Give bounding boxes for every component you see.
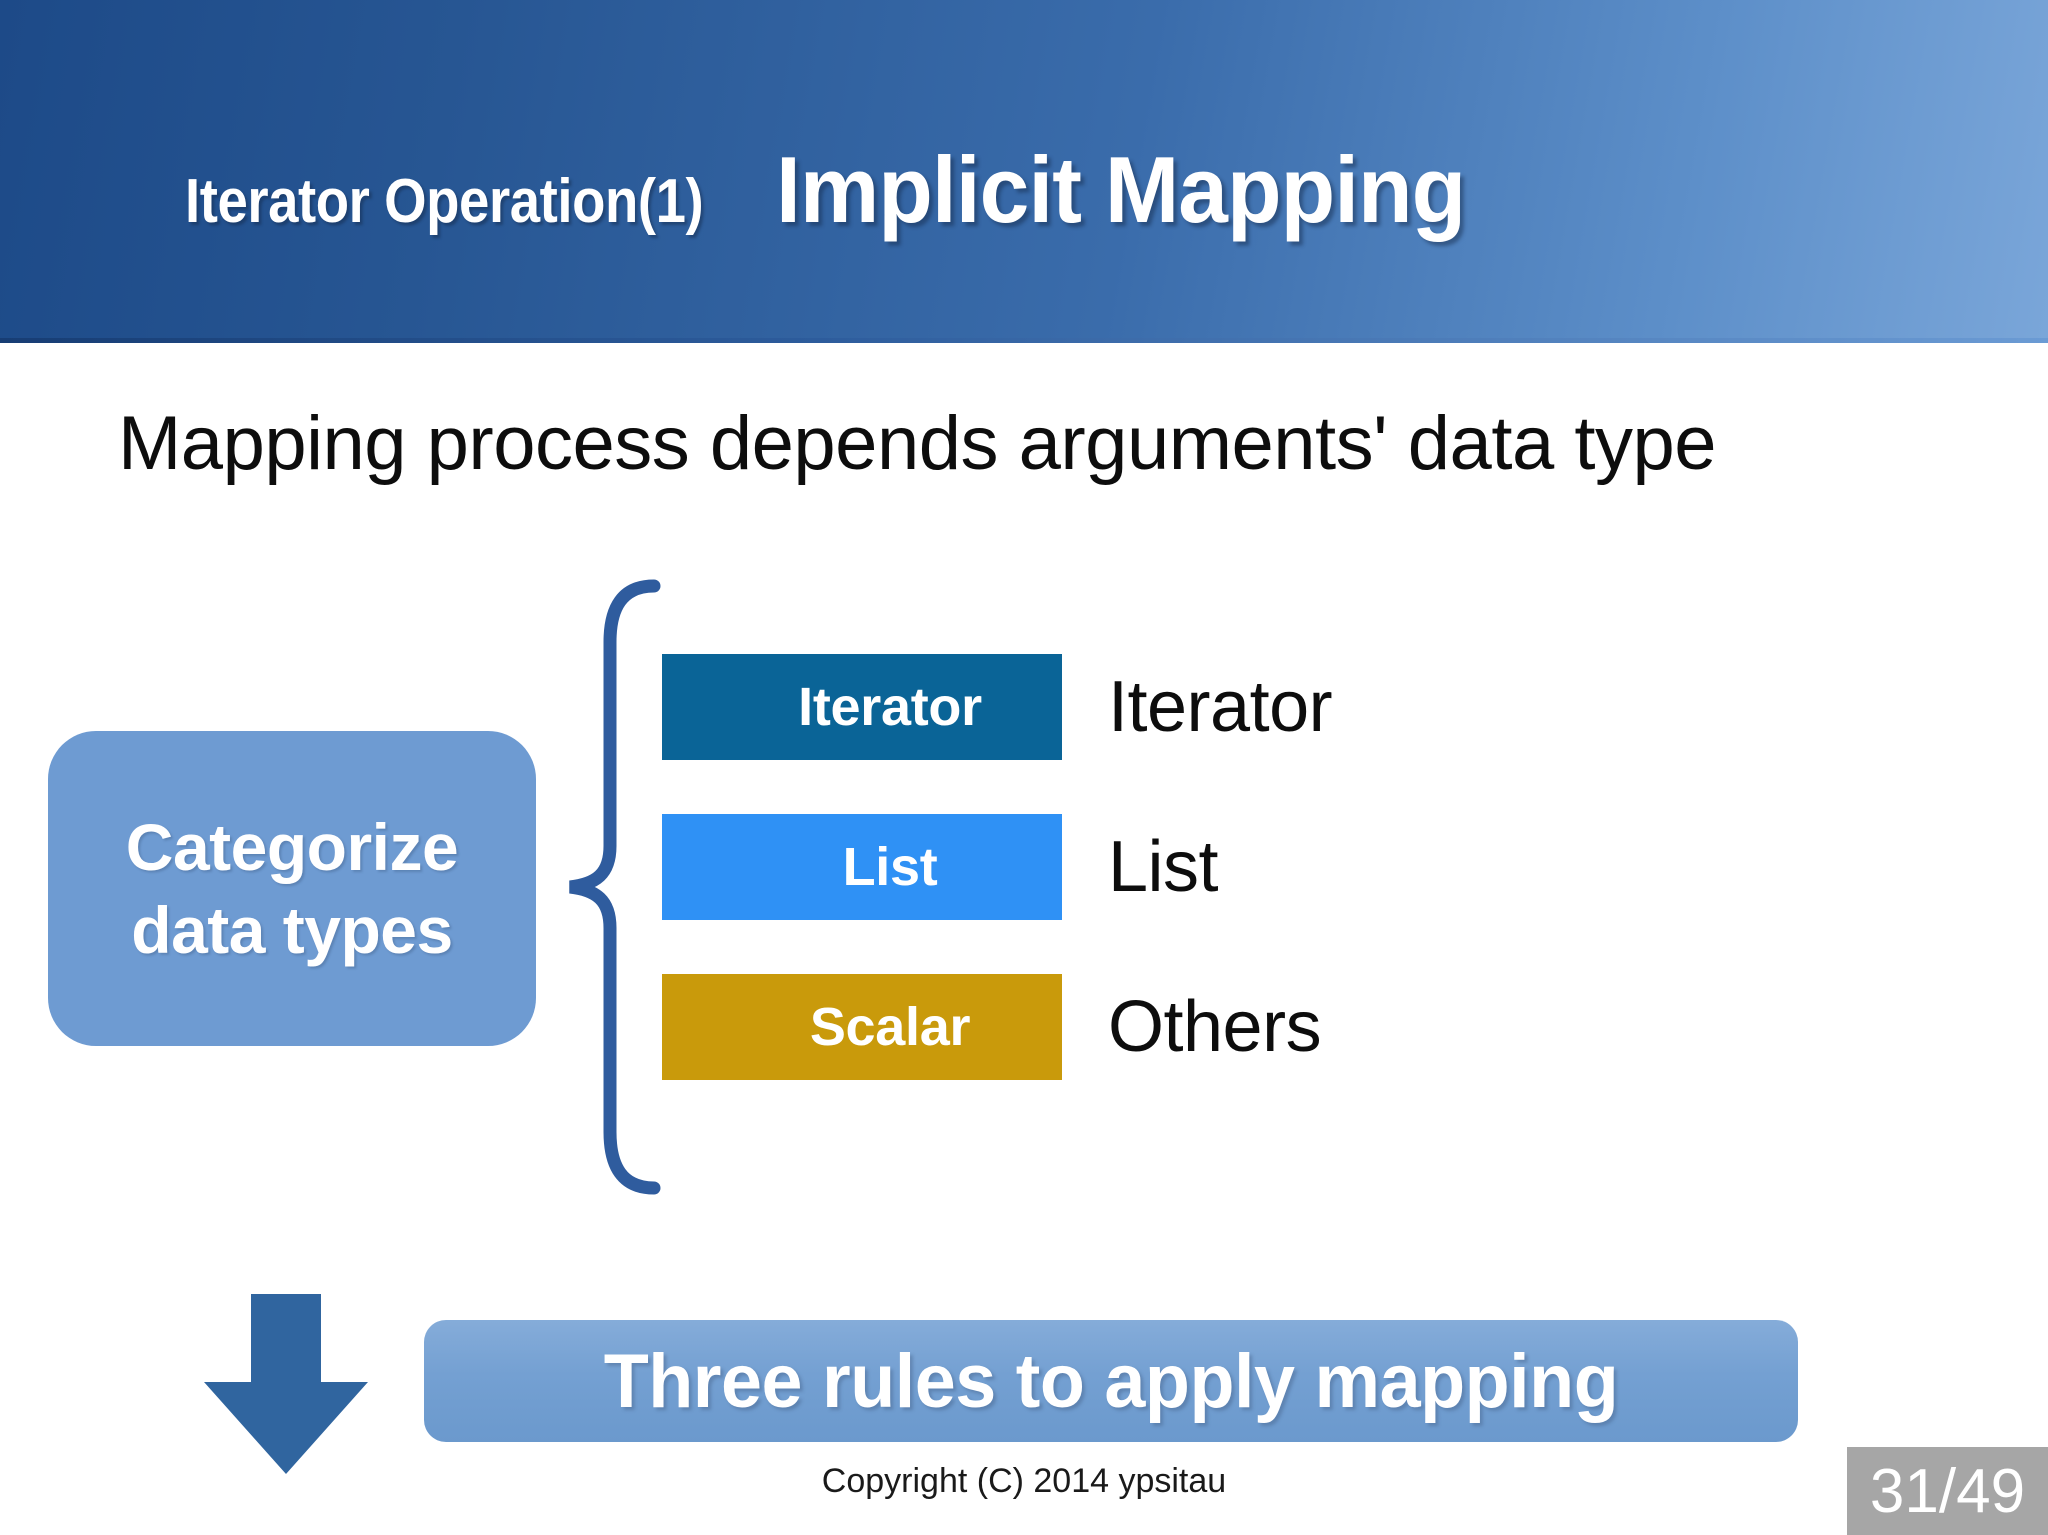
slide-header-underline [0,338,2048,343]
copyright-notice: Copyright (C) 2014 ypsitau [821,1462,1227,1500]
slide-title-prefix: Iterator Operation(1) [185,167,704,236]
page-number-text: 31/49 [1869,1456,2026,1526]
slide-header-band [0,0,2048,338]
categorize-box-line-1: Categorize [125,810,459,884]
conclusion-banner-text: Three rules to apply mapping [603,1338,1619,1424]
page-number-badge: 31/49 [1847,1447,2048,1535]
type-description-others: Others [1108,987,1322,1067]
type-bar-label-iterator: Iterator [798,677,982,737]
type-bar-label-scalar: Scalar [809,997,971,1057]
conclusion-banner: Three rules to apply mapping [424,1320,1798,1442]
left-curly-brace-icon [569,579,661,1195]
slide-title-main: Implicit Mapping [775,137,1466,242]
categorize-box-line-2: data types [131,892,453,967]
down-arrow-icon [204,1294,368,1474]
slide-title: Iterator Operation(1) Implicit Mapping [185,136,1975,266]
type-description-iterator: Iterator [1108,667,1333,747]
slide-subtitle: Mapping process depends arguments' data … [118,401,1716,486]
type-bar-list: List [662,814,1062,920]
categorize-data-types-box: Categorize data types [48,731,536,1046]
type-bar-iterator: Iterator [662,654,1062,760]
type-description-list: List [1108,827,1219,907]
type-bar-label-list: List [842,837,938,897]
type-bar-scalar: Scalar [662,974,1062,1080]
